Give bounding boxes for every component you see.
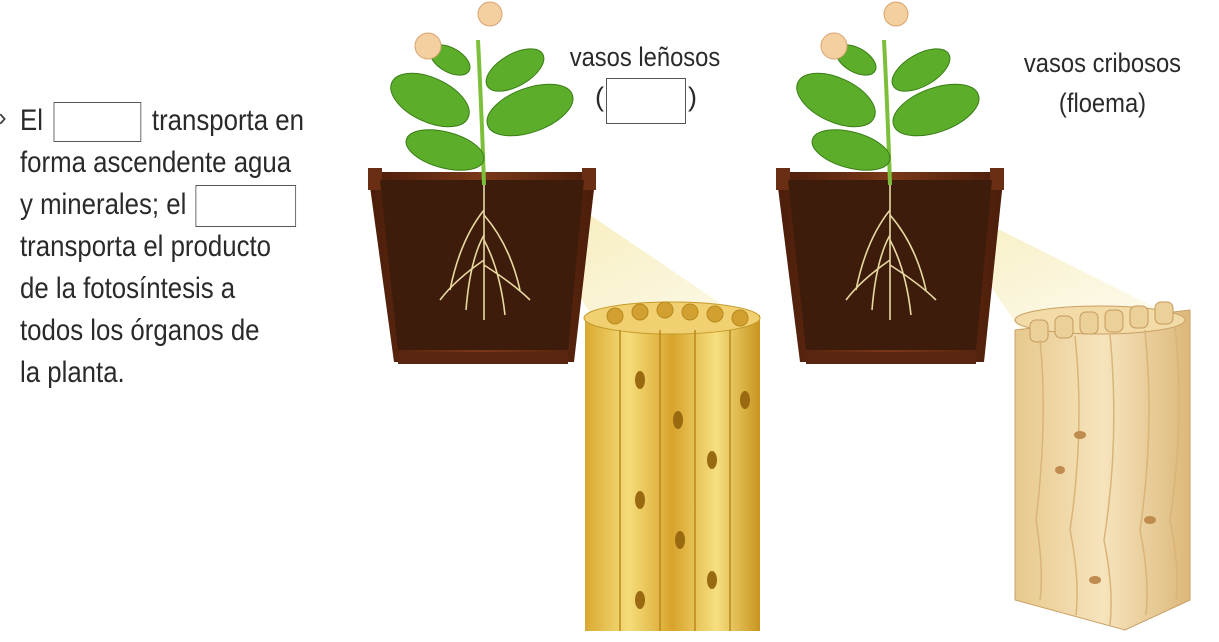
phloem-block (1014, 301, 1191, 631)
exercise-text: › El transporta en forma ascendente agua… (0, 100, 330, 420)
text-line-4: transporta el producto (20, 230, 271, 263)
stem-right (882, 39, 892, 186)
text-line-3: y minerales; el (20, 184, 296, 228)
flowers-right (820, 1, 909, 60)
blank-input-1[interactable] (53, 102, 142, 143)
pot-left (368, 168, 596, 364)
stem-left (476, 39, 486, 186)
roots-right (845, 185, 937, 320)
leaves-left (390, 44, 574, 171)
text-line-7: la planta. (20, 356, 125, 389)
roots-left (439, 185, 531, 320)
text-line-5: de la fotosíntesis a (20, 272, 236, 305)
text-line-2: forma ascendente agua (20, 146, 292, 179)
label-vasos-cribosos: vasos cribosos (1023, 48, 1182, 78)
text-line-6: todos los órganos de (20, 314, 260, 347)
zoom-beam-right (960, 230, 1180, 330)
bullet-icon: › (0, 102, 7, 133)
xylem-block (583, 301, 761, 631)
label-floema: (floema) (1058, 88, 1147, 118)
zoom-beam-left (540, 215, 760, 330)
text-line-1: El transporta en (20, 100, 304, 143)
blank-input-3[interactable] (606, 78, 686, 124)
blank-input-2[interactable] (195, 185, 296, 228)
flowers-left (414, 1, 503, 60)
leaves-right (796, 44, 980, 171)
label-vasos-lenosos: vasos leñosos (569, 42, 721, 72)
label-xylem-answer: ( ) (590, 76, 710, 126)
